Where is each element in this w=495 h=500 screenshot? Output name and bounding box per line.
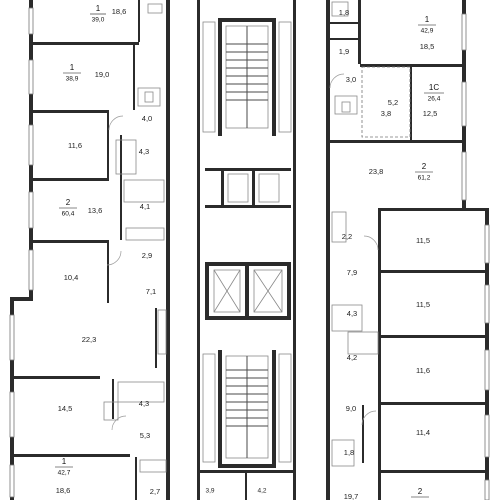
svg-text:1: 1 <box>70 63 75 72</box>
svg-text:61,2: 61,2 <box>418 175 431 182</box>
lower-stair-treads <box>226 369 268 427</box>
room-area-label: 2,9 <box>142 251 152 260</box>
room-area-label: 11,4 <box>416 428 430 437</box>
svg-text:2: 2 <box>418 487 423 496</box>
svg-text:39,0: 39,0 <box>92 17 105 24</box>
room-area-label: 19,0 <box>95 70 110 79</box>
svg-text:60,4: 60,4 <box>62 211 75 218</box>
upper-stair-treads <box>226 43 268 101</box>
right-wing-fixtures <box>329 1 379 467</box>
right-wing-walls <box>326 0 490 500</box>
room-area-label: 2,2 <box>342 232 352 241</box>
room-area-label: 1,9 <box>339 47 349 56</box>
room-area-label: 3,9 <box>205 488 214 495</box>
apartment-badge: 1 42,7 <box>55 457 73 477</box>
room-area-label: 3,8 <box>381 109 391 118</box>
room-area-label: 4,1 <box>140 202 150 211</box>
apartment-badge: 1 38,9 <box>63 63 81 83</box>
apartment-badge: 1С 26,4 <box>424 83 444 103</box>
room-area-label: 11,6 <box>68 141 82 150</box>
apartment-badge: 2 60,4 <box>59 198 77 218</box>
room-area-label: 10,4 <box>64 273 79 282</box>
room-area-label: 5,2 <box>388 98 398 107</box>
svg-text:1С: 1С <box>429 83 439 92</box>
room-area-label: 2,7 <box>150 487 160 496</box>
room-area-label: 4,3 <box>139 399 149 408</box>
building-core <box>197 0 296 500</box>
room-area-label: 1,8 <box>339 8 349 17</box>
room-area-label: 4,0 <box>142 114 152 123</box>
svg-text:26,4: 26,4 <box>428 96 441 103</box>
room-area-label: 12,5 <box>423 109 438 118</box>
svg-text:1: 1 <box>96 4 101 13</box>
room-area-label: 11,6 <box>416 366 430 375</box>
room-area-label: 22,3 <box>82 335 97 344</box>
room-area-label: 13,6 <box>88 206 103 215</box>
svg-text:2: 2 <box>66 198 71 207</box>
room-area-label: 11,5 <box>416 300 430 309</box>
apartment-badge: 1 39,0 <box>90 4 106 24</box>
room-area-label: 5,3 <box>140 431 150 440</box>
room-area-label: 18,5 <box>420 42 435 51</box>
left-wing-walls <box>9 0 170 500</box>
room-area-label: 18,6 <box>112 7 127 16</box>
left-wing-fixtures <box>103 3 167 473</box>
room-area-label: 7,1 <box>146 287 156 296</box>
svg-text:42,9: 42,9 <box>421 28 434 35</box>
room-area-label: 4,3 <box>139 147 149 156</box>
svg-text:42,7: 42,7 <box>58 470 71 477</box>
room-area-label: 19,7 <box>344 492 359 500</box>
room-area-label: 7,9 <box>347 268 357 277</box>
svg-text:2: 2 <box>422 162 427 171</box>
room-area-label: 4,2 <box>347 353 357 362</box>
room-area-label: 1,8 <box>344 448 354 457</box>
apartment-badge: 1 42,9 <box>418 15 436 35</box>
svg-text:1: 1 <box>425 15 430 24</box>
room-area-label: 9,0 <box>346 404 356 413</box>
room-area-label: 3,0 <box>346 75 356 84</box>
room-area-label: 18,6 <box>56 486 71 495</box>
apartment-badge: 2 <box>411 487 429 498</box>
room-area-label: 4,2 <box>257 488 266 495</box>
room-area-label: 23,8 <box>369 167 384 176</box>
room-area-label: 4,3 <box>347 309 357 318</box>
svg-text:1: 1 <box>62 457 67 466</box>
room-area-label: 11,5 <box>416 236 430 245</box>
svg-text:38,9: 38,9 <box>66 76 79 83</box>
apartment-badge: 2 61,2 <box>415 162 433 182</box>
room-area-label: 14,5 <box>58 404 73 413</box>
